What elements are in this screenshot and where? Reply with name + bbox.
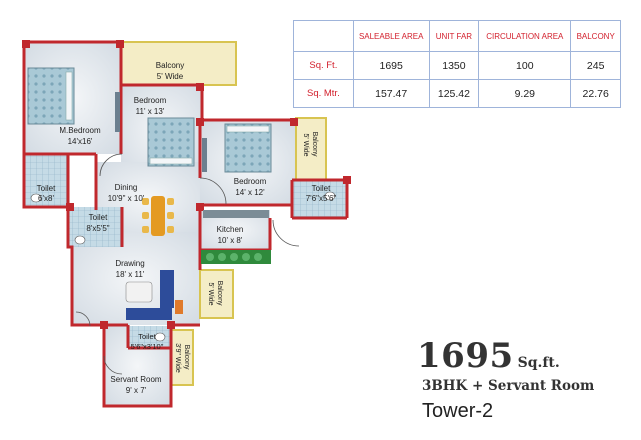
- wardrobe-top: [115, 92, 120, 132]
- balcony-drawing-name: Balcony: [216, 281, 223, 306]
- door-swings: [75, 153, 300, 375]
- sqmtr-circulation: 9.29: [478, 79, 572, 108]
- balcony-servant-size: 3'9" Wide: [174, 343, 181, 373]
- header-saleable-area: SALEABLE AREA: [352, 20, 430, 52]
- balcony-right-label: Balcony 5' Wide: [302, 132, 318, 159]
- master-bedroom-name: M.Bedroom: [59, 126, 101, 135]
- balcony-drawing-size: 5' Wide: [207, 282, 214, 305]
- sofa-right: [160, 270, 174, 308]
- sqft-unit-far: 1350: [428, 51, 480, 80]
- toilet-mid-size: 8'x5'5": [86, 224, 109, 233]
- toilet-fixtures: [30, 191, 336, 342]
- toilet-mid-name: Toilet: [89, 213, 108, 222]
- dining-size: 10'9" x 10': [108, 194, 145, 203]
- unit-configuration: 3BHK + Servant Room: [422, 378, 595, 394]
- balcony-right-name: Balcony: [311, 132, 318, 157]
- bedroom-right-size: 14' x 12': [235, 188, 265, 197]
- sqft-saleable: 1695: [352, 51, 430, 80]
- area-table-corner: [293, 20, 354, 52]
- balcony-right-size: 5' Wide: [302, 133, 309, 156]
- header-balcony: BALCONY: [570, 20, 621, 52]
- kitchen-counter: [203, 210, 269, 218]
- row-label-sqft: Sq. Ft.: [293, 51, 354, 80]
- wardrobe-right: [202, 138, 207, 172]
- toilet-servant-floor: [128, 326, 171, 348]
- header-circulation-area: CIRCULATION AREA: [478, 20, 572, 52]
- balcony-drawing: [199, 269, 234, 319]
- coffee-table: [125, 281, 153, 303]
- header-unit-far: UNIT FAR: [428, 20, 480, 52]
- balcony-drawing-label: Balcony 5' Wide: [207, 281, 223, 308]
- kitchen-size: 10' x 8': [218, 236, 243, 245]
- bedroom-top-name: Bedroom: [134, 96, 167, 105]
- master-bed-pillows: [65, 71, 73, 121]
- side-table: [175, 300, 183, 314]
- bedroom-top-size: 11' x 13': [136, 107, 165, 116]
- sqft-circulation: 100: [478, 51, 572, 80]
- balcony-top-name: Balcony: [156, 61, 184, 70]
- toilet-right-name: Toilet: [312, 184, 331, 193]
- servant-room-name: Servant Room: [110, 375, 161, 384]
- toilet-left-size: 6'x8': [38, 194, 54, 203]
- dining-chairs: [142, 198, 174, 233]
- toilet-right-floor: [292, 180, 347, 218]
- servant-room-size: 9' x 7': [126, 386, 147, 395]
- sqmtr-saleable: 157.47: [352, 79, 430, 108]
- toilet-left-name: Toilet: [37, 184, 56, 193]
- plant-leaves: [206, 253, 262, 261]
- area-table-header-row: SALEABLE AREA UNIT FAR CIRCULATION AREA …: [293, 20, 621, 52]
- sqft-balcony: 245: [570, 51, 621, 80]
- toilet-right-size: 7'6"x5'6": [306, 194, 337, 203]
- toilet-servant-size: 5'6"x3'10": [131, 342, 164, 351]
- table-row: Sq. Ft. 1695 1350 100 245: [293, 51, 621, 80]
- drawing-size: 18' x 11': [116, 270, 145, 279]
- row-label-sqmtr: Sq. Mtr.: [293, 79, 354, 108]
- balcony-servant-name: Balcony: [183, 345, 190, 370]
- sofa-bottom: [126, 308, 172, 320]
- bedroom-right-pillows: [226, 125, 270, 133]
- balcony-right: [295, 117, 327, 181]
- tower-name: Tower-2: [422, 400, 494, 422]
- master-bedroom-size: 14'x16': [68, 137, 93, 146]
- wall-columns: [22, 40, 351, 329]
- area-table: SALEABLE AREA UNIT FAR CIRCULATION AREA …: [293, 20, 621, 108]
- drawing-name: Drawing: [115, 259, 144, 268]
- dining-table: [151, 196, 165, 236]
- balcony-servant-label: Balcony 3'9" Wide: [174, 343, 190, 373]
- table-row: Sq. Mtr. 157.47 125.42 9.29 22.76: [293, 79, 621, 108]
- bedroom-right-name: Bedroom: [234, 177, 267, 186]
- room-labels: Balcony 5' Wide Bedroom 11' x 13' M.Bedr…: [37, 61, 337, 395]
- toilet-servant-name: Toilet: [138, 332, 156, 341]
- balcony-top-size: 5' Wide: [157, 72, 184, 81]
- sqmtr-balcony: 22.76: [570, 79, 621, 108]
- bedroom-top-pillows: [149, 157, 193, 165]
- kitchen-name: Kitchen: [217, 225, 244, 234]
- total-area-value: 1695: [417, 336, 514, 376]
- dining-name: Dining: [115, 183, 138, 192]
- sqmtr-unit-far: 125.42: [428, 79, 480, 108]
- total-area-unit: Sq.ft.: [517, 355, 560, 371]
